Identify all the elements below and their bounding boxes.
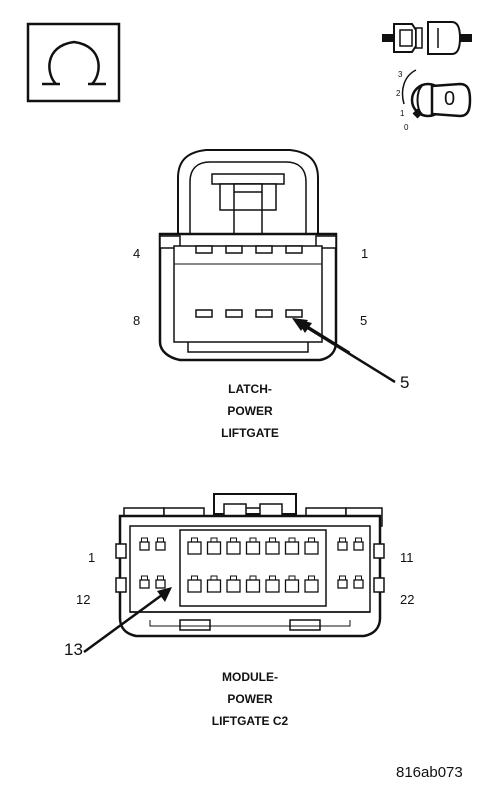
title-line: LIFTGATE C2 [211, 714, 289, 728]
pin-cavity [225, 309, 243, 318]
pin-cavity [337, 575, 348, 589]
title-line: POWER [227, 692, 273, 706]
pin-cavity [187, 575, 202, 593]
pin-cavity [353, 537, 364, 551]
module-pin-label-1: 1 [88, 550, 96, 565]
pin-cavity [139, 575, 150, 589]
pin-cavity [284, 575, 300, 593]
pin-cavity [255, 309, 273, 318]
module-pin-label-22: 22 [400, 592, 415, 607]
module-callout-number: 13 [64, 640, 83, 659]
title-line: LATCH- [228, 382, 272, 396]
pin-cavity [155, 537, 166, 551]
pin-cavity [304, 537, 319, 555]
ignition-position-1: 1 [400, 109, 405, 118]
latch-pin-label-1: 1 [361, 246, 369, 261]
latch-pin-label-4: 4 [133, 246, 141, 261]
ignition-position-0: 0 [404, 123, 409, 132]
pin-cavity [187, 537, 202, 555]
pin-cavity [245, 575, 261, 593]
latch-callout-number: 5 [400, 373, 410, 392]
pin-cavity [206, 575, 222, 593]
title-line: POWER [227, 404, 273, 418]
pin-cavity [226, 575, 241, 593]
pin-cavity [265, 537, 280, 555]
pin-cavity [195, 309, 213, 318]
pin-cavity [304, 575, 319, 593]
latch-pin-label-8: 8 [133, 313, 141, 328]
pin-cavity [255, 245, 273, 254]
module-callout-line [83, 587, 172, 654]
figure-id: 816ab073 [396, 764, 463, 781]
pin-cavity [245, 537, 261, 555]
pin-row-bottom [195, 309, 303, 318]
latch-connector-title: LATCH- POWER LIFTGATE [170, 378, 330, 444]
pin-row-top [195, 245, 303, 254]
ignition-key-off-icon [401, 69, 472, 119]
latch-pin-label-5: 5 [360, 313, 368, 328]
module-connector-title: MODULE- POWER LIFTGATE C2 [170, 666, 330, 732]
pin-cavity [285, 245, 303, 254]
ohm-symbol-icon [26, 22, 121, 103]
module-connector-pins [139, 537, 364, 593]
pin-cavity [139, 537, 150, 551]
connector-disconnect-icon [382, 21, 472, 55]
pin-cavity [284, 537, 300, 555]
ignition-key-label: 0 [444, 88, 456, 110]
pin-cavity [155, 575, 166, 589]
latch-connector-drawing [158, 149, 338, 362]
ignition-position-2: 2 [396, 89, 401, 98]
pin-cavity [225, 245, 243, 254]
module-pin-label-11: 11 [400, 550, 414, 565]
pin-cavity [337, 537, 348, 551]
pin-cavity [206, 537, 222, 555]
title-line: LIFTGATE [221, 426, 279, 440]
pin-cavity [353, 575, 364, 589]
module-pin-label-12: 12 [76, 592, 91, 607]
latch-callout-line [292, 318, 396, 384]
pin-cavity [265, 575, 280, 593]
title-line: MODULE- [222, 670, 278, 684]
pin-cavity [226, 537, 241, 555]
pin-cavity [195, 245, 213, 254]
ignition-position-3: 3 [398, 70, 403, 79]
pin-cavity [285, 309, 303, 318]
